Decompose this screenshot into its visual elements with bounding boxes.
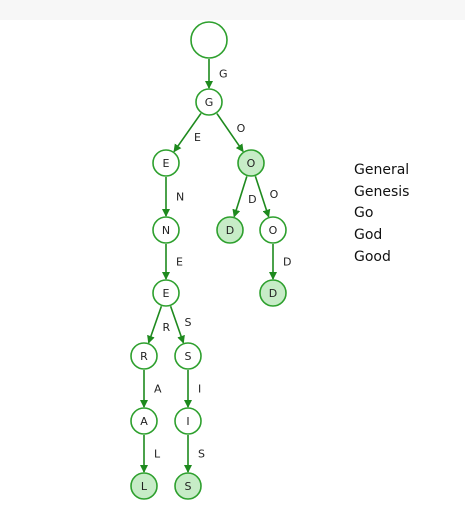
end-node-circle	[259, 279, 287, 307]
word-item: God	[354, 227, 383, 244]
end-node-circle	[216, 216, 244, 244]
edge-label: G	[219, 68, 228, 81]
node-circle	[152, 279, 180, 307]
word-item: General	[354, 162, 410, 178]
trie-node-a: A	[130, 407, 158, 435]
node-label: D	[226, 224, 234, 237]
node-circle	[152, 149, 180, 177]
trie-node-s1: S	[174, 342, 202, 370]
node-label: I	[186, 415, 189, 428]
node-label: O	[247, 157, 256, 170]
trie-node-s2: S	[174, 472, 202, 500]
edge-label: S	[185, 316, 192, 329]
edge-label: O	[270, 188, 279, 201]
trie-node-g: G	[195, 88, 223, 116]
word-item: Genesis	[354, 183, 410, 200]
node-label: G	[205, 96, 214, 109]
edge-label: L	[154, 448, 161, 461]
node-circle	[195, 88, 223, 116]
trie-node-o1: O	[237, 149, 265, 177]
edge-label: R	[163, 321, 171, 334]
trie-node-n: N	[152, 216, 180, 244]
node-circle	[174, 407, 202, 435]
trie-node-e1: E	[152, 149, 180, 177]
node-circle	[152, 216, 180, 244]
edge-label: A	[154, 383, 162, 396]
end-node-circle	[130, 472, 158, 500]
edge-label: E	[176, 256, 183, 269]
node-circle	[190, 21, 228, 59]
node-label: O	[269, 224, 278, 237]
trie-node-r: R	[130, 342, 158, 370]
word-list: General Genesis Go God Good	[354, 160, 409, 269]
edge-o1-o2	[254, 176, 271, 218]
edge-g-o1	[216, 113, 244, 153]
node-label: E	[163, 157, 170, 170]
edge-g-e1	[173, 112, 202, 153]
node-label: R	[140, 350, 148, 363]
edge-label: D	[248, 193, 256, 206]
trie-node-root	[190, 21, 228, 59]
node-label: S	[185, 480, 192, 493]
edge-e2-s1	[169, 305, 185, 344]
edge-label: E	[194, 131, 201, 144]
trie-node-i: I	[174, 407, 202, 435]
trie-node-o2: O	[259, 216, 287, 244]
word-item: Good	[354, 248, 391, 265]
edge-layer: G E O N D O E D R S A I L S	[140, 59, 291, 473]
trie-node-l: L	[130, 472, 158, 500]
node-layer: G E O N D O E D R S A I L S	[130, 21, 287, 500]
node-circle	[259, 216, 287, 244]
node-label: S	[185, 350, 192, 363]
trie-node-d2: D	[259, 279, 287, 307]
node-label: A	[140, 415, 148, 428]
node-circle	[130, 342, 158, 370]
node-label: N	[162, 224, 170, 237]
node-label: D	[269, 287, 277, 300]
top-band	[0, 0, 465, 20]
node-label: E	[163, 287, 170, 300]
edge-label: I	[198, 383, 201, 396]
node-circle	[174, 342, 202, 370]
edge-label: N	[176, 191, 184, 204]
node-label: L	[141, 480, 148, 493]
edge-label: D	[283, 256, 291, 269]
end-node-circle	[174, 472, 202, 500]
edge-e2-r	[147, 305, 163, 344]
word-item: Go	[354, 205, 374, 222]
end-node-circle	[237, 149, 265, 177]
edge-label: S	[198, 448, 205, 461]
edge-label: O	[237, 122, 246, 135]
edge-o1-d1	[232, 176, 248, 218]
trie-node-d1: D	[216, 216, 244, 244]
node-circle	[130, 407, 158, 435]
trie-node-e2: E	[152, 279, 180, 307]
